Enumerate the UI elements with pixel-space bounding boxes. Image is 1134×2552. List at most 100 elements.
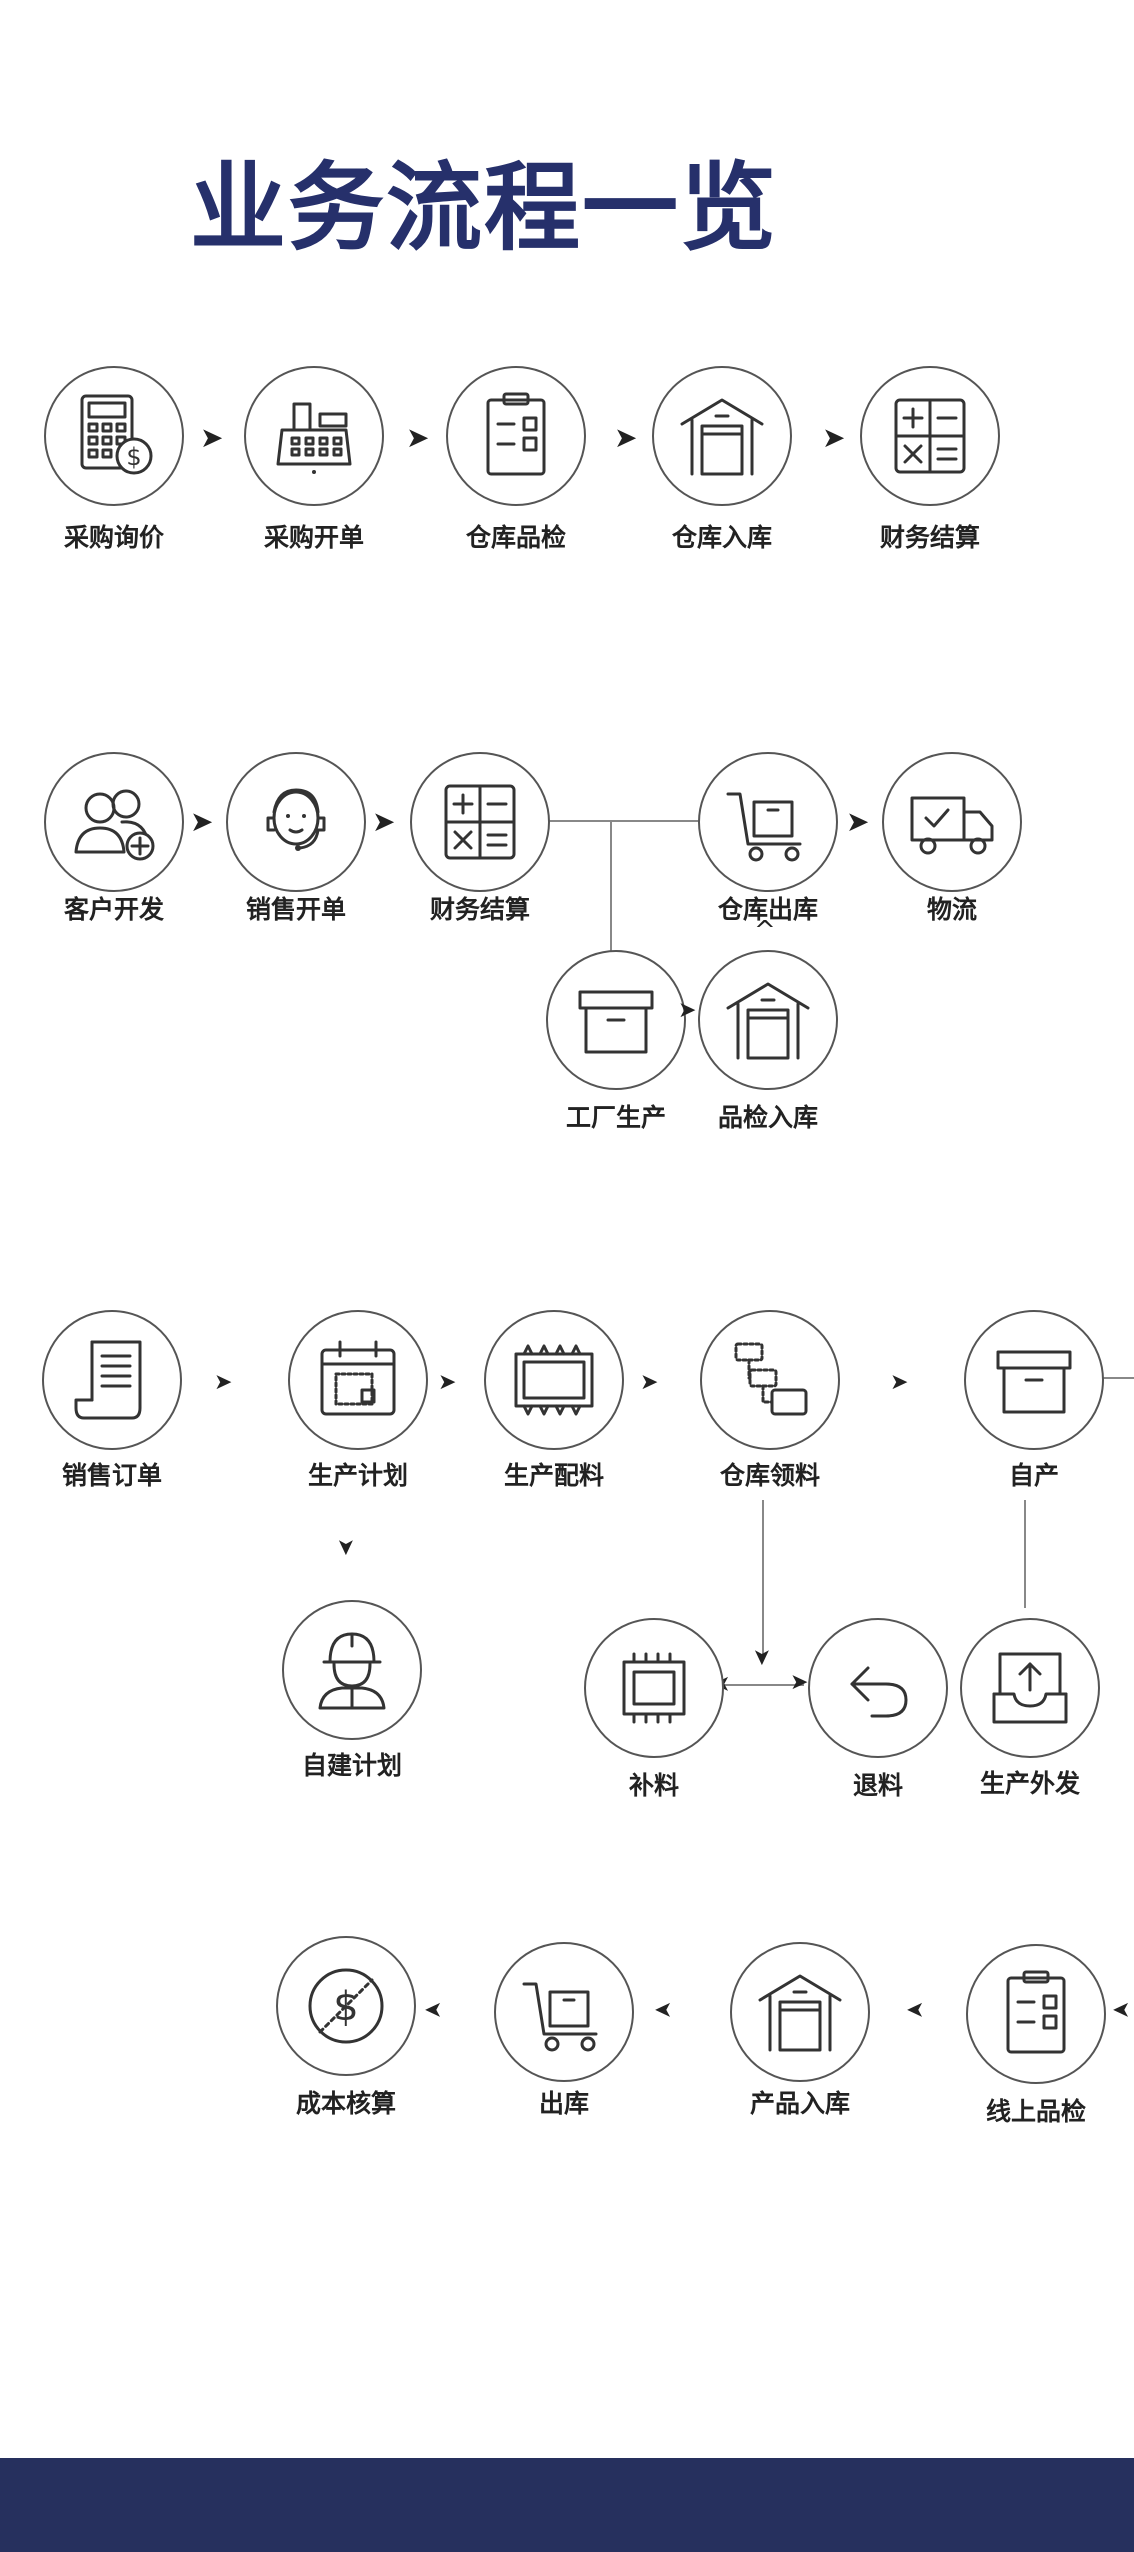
connector-line — [610, 821, 612, 951]
step-label: 仓库领料 — [719, 1461, 820, 1490]
step-cost-accounting: 成本核算 — [276, 1936, 416, 2118]
dollar-coin-icon — [296, 1956, 396, 2056]
delivery-truck-icon — [902, 772, 1002, 872]
step-label: 生产配料 — [503, 1461, 604, 1490]
step-label: 生产外发 — [979, 1769, 1080, 1798]
step-purchase-order: 采购开单 — [244, 366, 384, 552]
step-financial-settlement: 财务结算 — [860, 366, 1000, 552]
warehouse-icon — [750, 1962, 850, 2062]
warehouse-icon — [672, 386, 772, 486]
connector-line — [1024, 1500, 1026, 1608]
arrow-down-icon: ➤ — [749, 1647, 775, 1667]
step-production-plan: 生产计划 — [288, 1310, 428, 1490]
arrow-up-icon: ^ — [754, 916, 776, 946]
arrow-right-icon: ➤ — [640, 1370, 659, 1395]
step-inspection-stock-in: 品检入库 — [698, 950, 838, 1132]
support-agent-icon — [246, 772, 346, 872]
return-arrow-icon — [828, 1638, 928, 1738]
step-label: 客户开发 — [63, 895, 164, 924]
step-stock-out: 出库 — [494, 1942, 634, 2118]
calculator-dollar-icon — [64, 386, 164, 486]
step-label: 成本核算 — [295, 2089, 396, 2118]
footer-bar — [0, 2458, 1134, 2552]
arrow-right-icon: ➤ — [790, 1670, 809, 1695]
arrow-right-icon: ➤ — [822, 421, 846, 454]
step-self-build-plan: 自建计划 — [282, 1600, 422, 1780]
step-label: 采购开单 — [263, 523, 364, 552]
step-label: 品检入库 — [717, 1103, 818, 1132]
arrow-right-icon: ➤ — [890, 1370, 909, 1395]
arrow-right-icon: ➤ — [614, 421, 638, 454]
chip-frame-icon — [504, 1330, 604, 1430]
arrow-right-icon: ➤ — [406, 421, 430, 454]
step-warehouse-picking: 仓库领料 — [700, 1310, 840, 1490]
step-label: 线上品检 — [985, 2097, 1086, 2126]
step-label: 销售订单 — [61, 1461, 162, 1490]
connector-line — [720, 1684, 804, 1686]
arrow-left-icon: ➤ — [906, 1997, 925, 2022]
step-production-batching: 生产配料 — [484, 1310, 624, 1490]
arrow-right-icon: ➤ — [200, 421, 224, 454]
page-title: 业务流程一览 — [190, 152, 778, 264]
warehouse-icon — [718, 970, 818, 1070]
step-label: 自建计划 — [301, 1751, 402, 1780]
document-scroll-icon — [62, 1330, 162, 1430]
cash-register-icon — [264, 386, 364, 486]
flowchart-icon — [720, 1330, 820, 1430]
step-financial-settlement-2: 财务结算 — [410, 752, 550, 924]
step-logistics: 物流 — [882, 752, 1022, 924]
arrow-right-icon: ➤ — [190, 805, 214, 838]
calendar-icon — [308, 1330, 408, 1430]
step-warehouse-stock-out: 仓库出库 — [698, 752, 838, 924]
step-supplement-material: 补料 — [584, 1618, 724, 1800]
step-label: 仓库出库 — [717, 895, 818, 924]
users-add-icon — [64, 772, 164, 872]
step-sales-order-doc: 销售订单 — [42, 1310, 182, 1490]
box-icon — [984, 1330, 1084, 1430]
connector-line — [538, 820, 700, 822]
arrow-right-icon: ➤ — [372, 805, 396, 838]
step-warehouse-inspection: 仓库品检 — [446, 366, 586, 552]
step-sales-order: 销售开单 — [226, 752, 366, 924]
step-label: 销售开单 — [245, 895, 346, 924]
step-label: 产品入库 — [749, 2089, 850, 2118]
math-operators-icon — [880, 386, 980, 486]
step-label: 财务结算 — [879, 523, 980, 552]
step-customer-development: 客户开发 — [44, 752, 184, 924]
step-self-production: 自产 — [964, 1310, 1104, 1490]
step-label: 工厂生产 — [565, 1103, 666, 1132]
connector-line — [762, 1500, 764, 1660]
step-label: 退料 — [852, 1771, 903, 1800]
step-label: 物流 — [926, 895, 977, 924]
chip-icon — [604, 1638, 704, 1738]
arrow-right-icon: ➤ — [678, 998, 697, 1023]
step-label: 仓库入库 — [671, 523, 772, 552]
step-label: 出库 — [538, 2089, 589, 2118]
step-warehouse-stock-in: 仓库入库 — [652, 366, 792, 552]
arrow-right-icon: ➤ — [214, 1370, 233, 1395]
arrow-right-icon: ➤ — [438, 1370, 457, 1395]
step-label: 仓库品检 — [465, 523, 566, 552]
step-label: 自产 — [1008, 1461, 1059, 1490]
step-factory-production: 工厂生产 — [546, 950, 686, 1132]
clipboard-check-icon — [466, 386, 566, 486]
arrow-right-icon: ➤ — [846, 805, 870, 838]
math-operators-icon — [430, 772, 530, 872]
clipboard-check-icon — [986, 1964, 1086, 2064]
step-label: 财务结算 — [429, 895, 530, 924]
arrow-left-icon: ➤ — [1112, 1997, 1131, 2022]
step-outsourced-production: 生产外发 — [960, 1618, 1100, 1798]
step-label: 补料 — [628, 1771, 679, 1800]
step-label: 采购询价 — [63, 523, 164, 552]
box-icon — [566, 970, 666, 1070]
arrow-down-icon: ➤ — [333, 1537, 359, 1557]
arrow-left-icon: ➤ — [654, 1997, 673, 2022]
step-purchase-inquiry: 采购询价 — [44, 366, 184, 552]
connector-line — [1096, 1377, 1134, 1379]
arrow-left-icon: ➤ — [424, 1997, 443, 2022]
cart-box-icon — [718, 772, 818, 872]
step-return-material: 退料 — [808, 1618, 948, 1800]
step-product-stock-in: 产品入库 — [730, 1942, 870, 2118]
step-online-inspection: 线上品检 — [966, 1944, 1106, 2126]
step-label: 生产计划 — [307, 1461, 408, 1490]
